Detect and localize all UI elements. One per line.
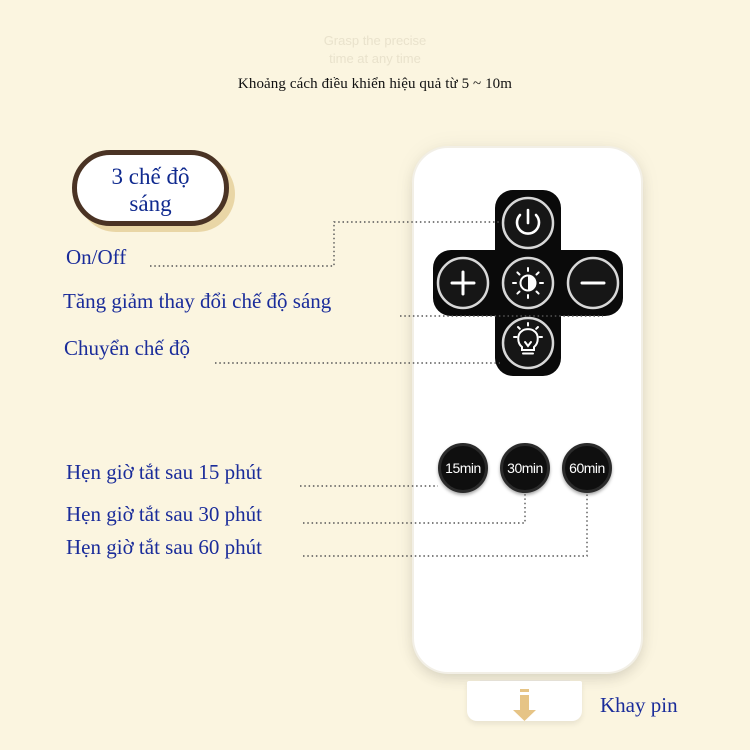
power-icon	[515, 208, 541, 235]
label-battery-tray: Khay pin	[600, 693, 678, 717]
timer-60min-button[interactable]: 60min	[562, 443, 612, 493]
brightness-icon	[512, 267, 544, 299]
badge-line-2: sáng	[129, 191, 172, 216]
tray-seam	[480, 680, 570, 681]
label-timer-60: Hẹn giờ tắt sau 60 phút	[66, 535, 262, 559]
brightness-button[interactable]	[501, 256, 555, 310]
label-on-off: On/Off	[66, 245, 127, 269]
label-brightness-adjust: Tăng giảm thay đổi chế độ sáng	[63, 289, 332, 313]
timer-15min-button[interactable]: 15min	[438, 443, 488, 493]
timer-30min-button[interactable]: 30min	[500, 443, 550, 493]
badge-line-1: 3 chế độ	[111, 164, 190, 189]
watermark-line-1: Grasp the precise	[323, 33, 427, 48]
mode-switch-button[interactable]	[501, 316, 555, 370]
down-arrow-icon	[513, 689, 536, 721]
bulb-icon	[513, 322, 543, 355]
battery-tray[interactable]	[467, 681, 582, 721]
range-subtitle: Khoảng cách điều khiển hiệu quả từ 5 ~ 1…	[237, 76, 513, 92]
power-button[interactable]	[501, 196, 555, 250]
watermark-line-2: time at any time	[329, 51, 421, 66]
label-mode-switch: Chuyển chế độ	[64, 336, 190, 360]
modes-badge: 3 chế độ sáng	[72, 150, 229, 226]
plus-icon	[450, 270, 476, 296]
control-pad	[433, 190, 623, 376]
brightness-up-button[interactable]	[436, 256, 490, 310]
label-timer-30: Hẹn giờ tắt sau 30 phút	[66, 502, 262, 526]
label-timer-15: Hẹn giờ tắt sau 15 phút	[66, 460, 262, 484]
brightness-down-button[interactable]	[566, 256, 620, 310]
